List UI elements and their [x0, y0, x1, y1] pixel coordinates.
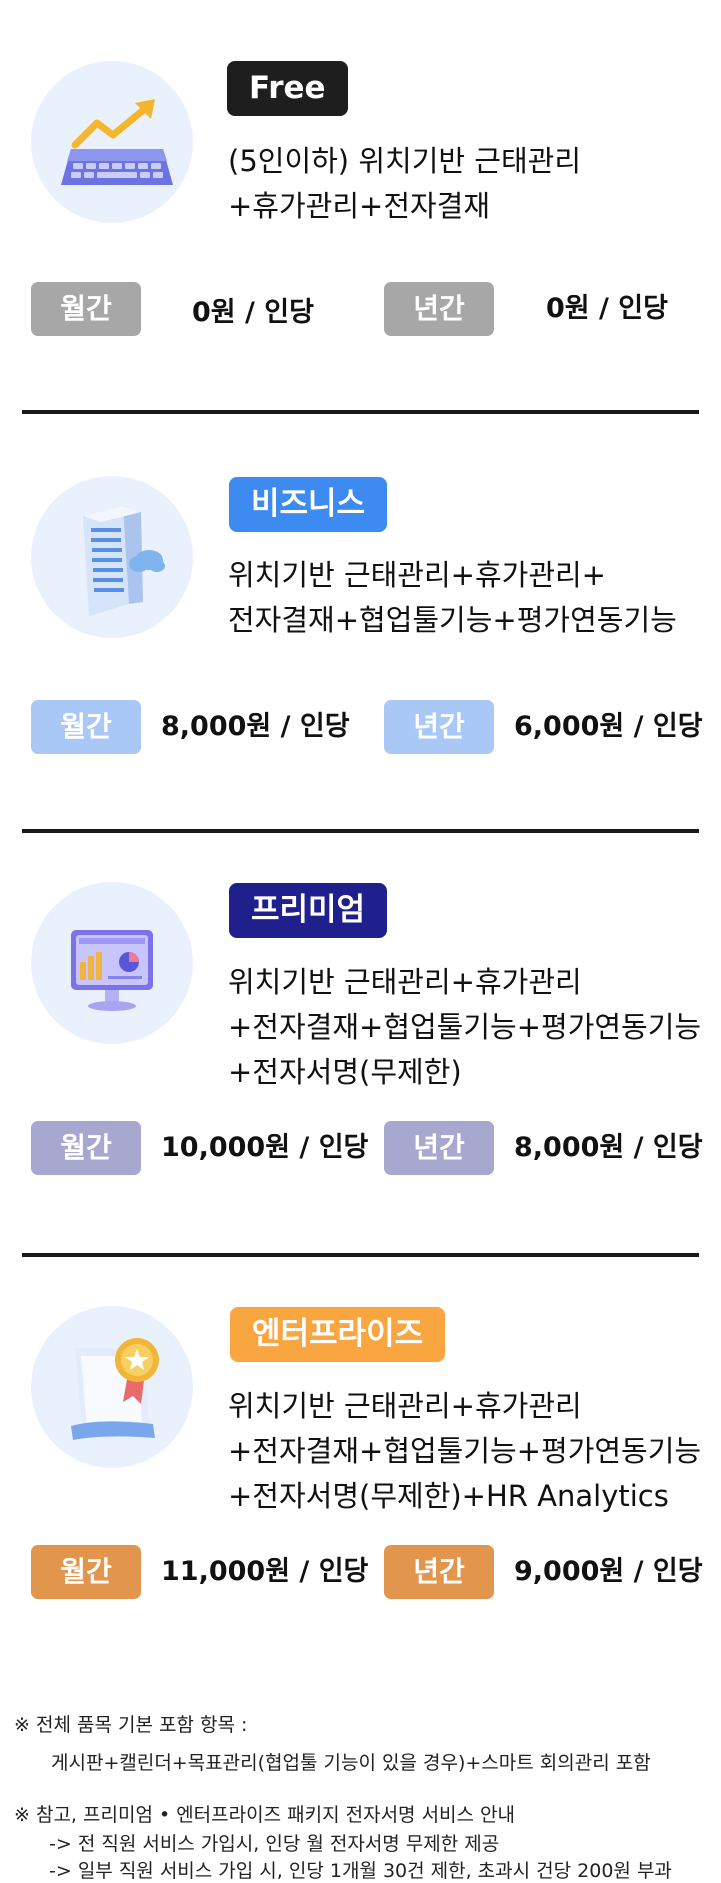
monthly-price: 11,000원 / 인당	[161, 1556, 369, 1587]
plan-description: (5인이하) 위치기반 근태관리 +휴가관리+전자결재	[228, 139, 581, 229]
description-line: 위치기반 근태관리+휴가관리+	[228, 558, 606, 592]
divider	[22, 410, 699, 414]
plan-description: 위치기반 근태관리+휴가관리 +전자결재+협업툴기능+평가연동기능 +전자서명(…	[228, 960, 701, 1095]
yearly-price: 6,000원 / 인당	[514, 711, 703, 742]
yearly-price: 9,000원 / 인당	[514, 1556, 703, 1587]
description-line: 전자결재+협업툴기능+평가연동기능	[228, 603, 677, 637]
description-line: 위치기반 근태관리+휴가관리	[228, 1389, 582, 1423]
description-line: +전자서명(무제한)	[228, 1055, 462, 1089]
description-line: +전자결재+협업툴기능+평가연동기능	[228, 1434, 702, 1468]
plan-description: 위치기반 근태관리+휴가관리+ 전자결재+협업툴기능+평가연동기능	[228, 553, 677, 643]
note-body: 게시판+캘린더+목표관리(협업툴 기능이 있을 경우)+스마트 회의관리 포함	[51, 1752, 651, 1774]
plan-badge: Free	[227, 61, 348, 116]
yearly-label: 년간	[384, 282, 494, 336]
note-body: -> 전 직원 서비스 가입시, 인당 월 전자서명 무제한 제공	[49, 1833, 500, 1855]
note-body: -> 일부 직원 서비스 가입 시, 인당 1개월 30건 제한, 초과시 건당…	[49, 1860, 672, 1882]
monthly-label: 월간	[31, 700, 141, 754]
monthly-label: 월간	[31, 1545, 141, 1599]
note-title: ※ 전체 품목 기본 포함 항목 :	[14, 1714, 248, 1736]
plan-description: 위치기반 근태관리+휴가관리 +전자결재+협업툴기능+평가연동기능 +전자서명(…	[228, 1384, 701, 1519]
monthly-price: 0원 / 인당	[192, 297, 314, 328]
plan-badge: 프리미엄	[229, 883, 388, 938]
monthly-label: 월간	[31, 282, 141, 336]
building-cloud-icon	[31, 476, 193, 638]
description-line: +전자결재+협업툴기능+평가연동기능	[228, 1010, 702, 1044]
divider	[22, 829, 699, 833]
plan-badge: 비즈니스	[229, 477, 388, 532]
monthly-price: 10,000원 / 인당	[161, 1132, 369, 1163]
divider	[22, 1253, 699, 1257]
note-title: ※ 참고, 프리미엄 • 엔터프라이즈 패키지 전자서명 서비스 안내	[14, 1804, 516, 1826]
keyboard-chart-icon	[31, 61, 193, 223]
monitor-dashboard-icon	[31, 882, 193, 1044]
yearly-label: 년간	[384, 1121, 494, 1175]
yearly-price: 0원 / 인당	[546, 293, 668, 324]
monthly-price: 8,000원 / 인당	[161, 711, 350, 742]
yearly-price: 8,000원 / 인당	[514, 1132, 703, 1163]
description-line: +전자서명(무제한)+HR Analytics	[228, 1479, 669, 1513]
yearly-label: 년간	[384, 700, 494, 754]
certificate-medal-icon	[31, 1306, 193, 1468]
description-line: +휴가관리+전자결재	[228, 189, 491, 223]
description-line: (5인이하) 위치기반 근태관리	[228, 144, 581, 178]
description-line: 위치기반 근태관리+휴가관리	[228, 965, 582, 999]
plan-badge: 엔터프라이즈	[230, 1307, 446, 1362]
yearly-label: 년간	[384, 1545, 494, 1599]
monthly-label: 월간	[31, 1121, 141, 1175]
